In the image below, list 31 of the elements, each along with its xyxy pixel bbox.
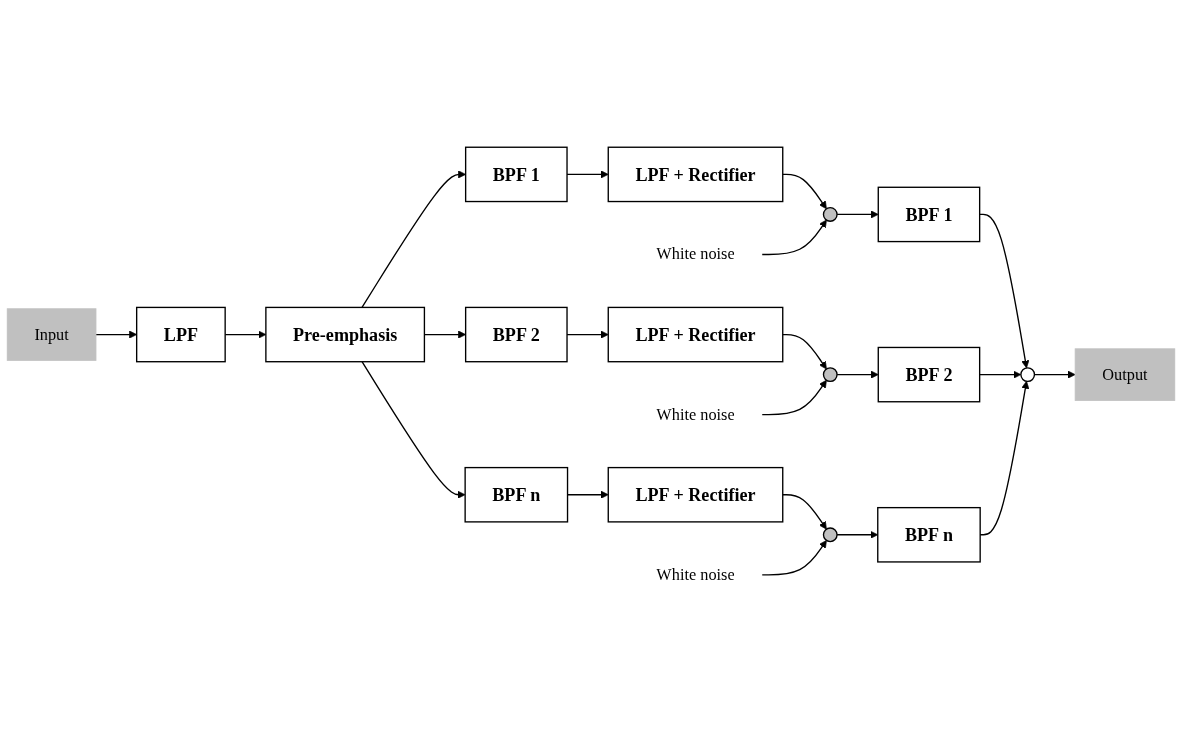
node-box: BPF n (464, 466, 569, 523)
node-box: BPF 2 (464, 306, 568, 363)
arrow (361, 170, 466, 309)
node-box: LPF + Rectifier (607, 146, 784, 203)
arrow (782, 494, 827, 530)
node-box: BPF n (877, 507, 981, 563)
node-circle (822, 527, 838, 543)
arrow (361, 361, 466, 499)
arrow (782, 333, 827, 370)
node-circle (822, 367, 838, 383)
node-text: White noise (656, 245, 735, 264)
node-box: BPF 1 (464, 146, 568, 203)
node-box: Output (1074, 348, 1176, 401)
arrow (761, 219, 827, 256)
arrow (761, 540, 827, 576)
node-box: LPF (136, 306, 226, 363)
node-box: Pre-emphasis (265, 306, 426, 363)
node-box: BPF 1 (877, 186, 981, 243)
node-circle (1020, 367, 1036, 383)
arrow (1033, 370, 1076, 379)
node-text: White noise (656, 565, 735, 584)
node-box: LPF + Rectifier (607, 466, 784, 523)
node-box: Input (6, 308, 97, 361)
arrow (836, 370, 879, 379)
node-box: BPF 2 (877, 346, 981, 403)
node-circle (822, 207, 838, 222)
node-text: White noise (656, 405, 735, 424)
arrow (836, 210, 879, 219)
arrow (782, 173, 827, 210)
arrow (761, 379, 827, 416)
node-box: LPF + Rectifier (607, 306, 784, 363)
